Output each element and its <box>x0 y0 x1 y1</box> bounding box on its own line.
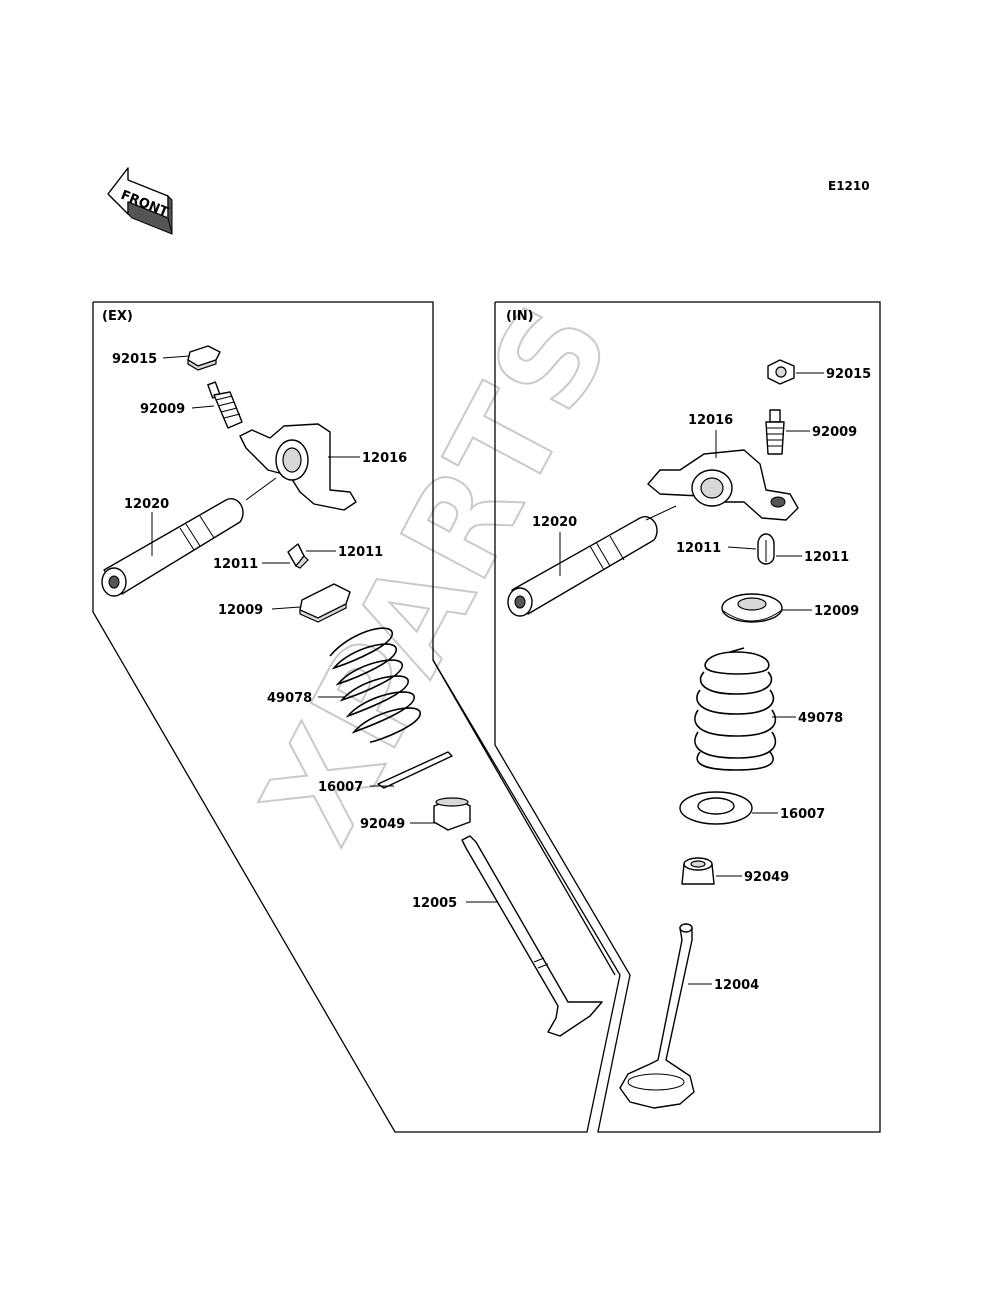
ex-part-label-16007: 16007 <box>318 780 363 795</box>
in-part-label-92015: 92015 <box>826 367 871 382</box>
ex-part-label-12011-left: 12011 <box>213 557 258 572</box>
in-valve-12004 <box>619 923 695 1109</box>
ex-valve-12005 <box>461 835 603 1037</box>
ex-oil-seal-92049 <box>433 797 471 831</box>
ex-part-label-12005: 12005 <box>412 896 457 911</box>
ex-part-label-12009: 12009 <box>218 603 263 618</box>
in-part-label-12009: 12009 <box>814 604 859 619</box>
in-part-label-12020: 12020 <box>532 515 577 530</box>
in-part-label-92009: 92009 <box>812 425 857 440</box>
in-part-label-12011-right: 12011 <box>804 550 849 565</box>
ex-rocker-arm-12016 <box>239 423 357 511</box>
ex-part-label-12016: 12016 <box>362 451 407 466</box>
in-section-label: (IN) <box>506 309 534 324</box>
in-part-label-92049: 92049 <box>744 870 789 885</box>
in-part-label-16007: 16007 <box>780 807 825 822</box>
ex-part-label-92009: 92009 <box>140 402 185 417</box>
ex-part-label-49078: 49078 <box>267 691 312 706</box>
ex-valve-spring-49078 <box>329 627 421 743</box>
in-part-label-12011-left: 12011 <box>676 541 721 556</box>
ex-nut-92015 <box>187 345 221 371</box>
ex-part-label-12020: 12020 <box>124 497 169 512</box>
in-valve-spring-49078 <box>694 647 777 771</box>
ex-part-label-92049: 92049 <box>360 817 405 832</box>
ex-rocker-shaft-12020 <box>101 498 244 597</box>
in-spring-retainer-12009 <box>721 593 783 623</box>
ex-spring-retainer-12009 <box>299 583 351 623</box>
diagram-code: E1210 <box>828 179 870 193</box>
ex-part-label-92015: 92015 <box>112 352 157 367</box>
ex-spring-seat-16007 <box>377 751 453 789</box>
in-spring-seat-16007 <box>679 791 753 825</box>
in-section-frame <box>494 301 881 1133</box>
in-part-label-49078: 49078 <box>798 711 843 726</box>
ex-section-label: (EX) <box>102 309 133 324</box>
in-screw-92009 <box>765 409 785 455</box>
in-rocker-arm-12016 <box>647 449 799 521</box>
in-rocker-shaft-12020 <box>507 505 677 617</box>
in-cotter-12011 <box>757 533 775 565</box>
ex-cotter-12011 <box>287 543 309 569</box>
in-part-label-12016: 12016 <box>688 413 733 428</box>
ex-section-frame-inner <box>432 659 616 976</box>
ex-screw-92009 <box>207 381 243 429</box>
ex-part-label-12011-right: 12011 <box>338 545 383 560</box>
ex-section-frame <box>92 301 621 1133</box>
in-nut-92015 <box>767 359 795 385</box>
in-oil-seal-92049 <box>681 857 715 885</box>
front-arrow-icon: FRONT <box>107 167 173 235</box>
in-part-label-12004: 12004 <box>714 978 759 993</box>
